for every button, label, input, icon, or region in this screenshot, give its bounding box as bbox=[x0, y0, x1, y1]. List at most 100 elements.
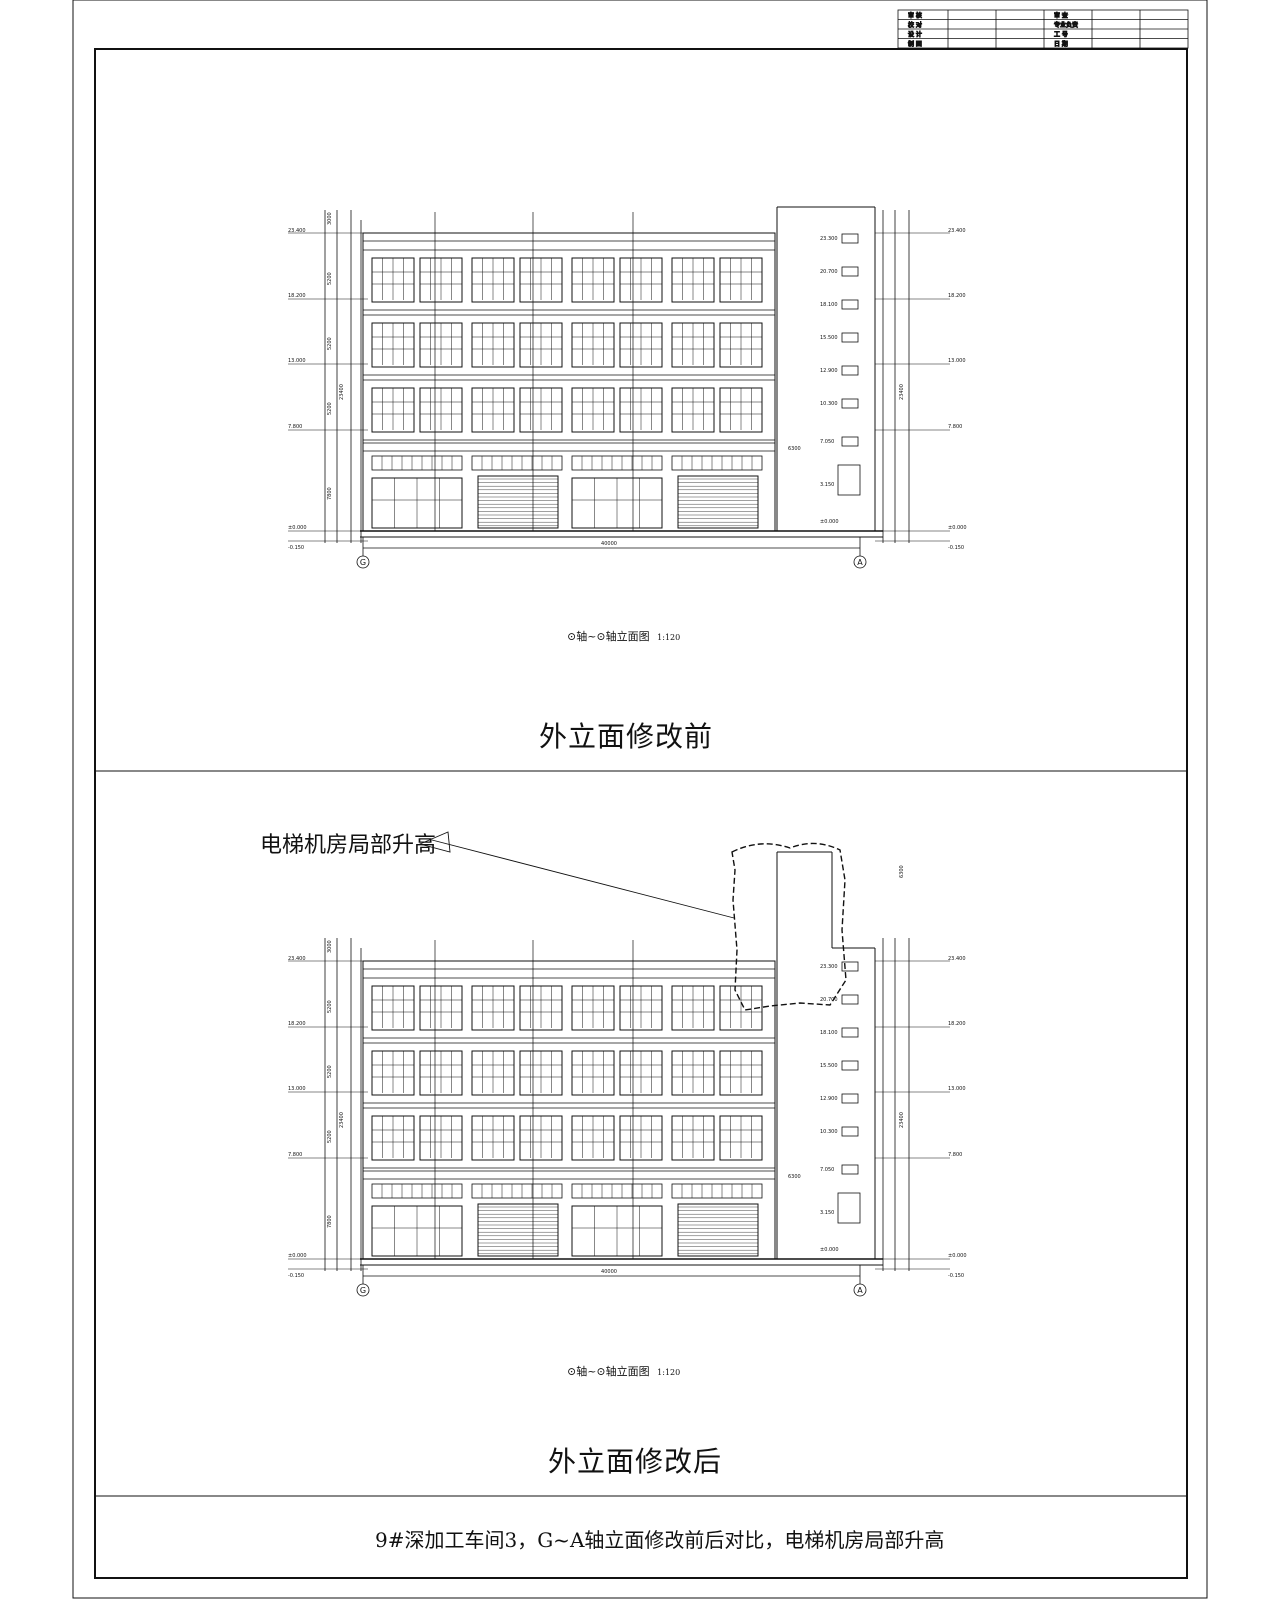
stair-window bbox=[841, 266, 859, 277]
stair-window bbox=[841, 299, 859, 310]
stair-level-label: 3.150 bbox=[820, 482, 834, 488]
stair-level-label: 15.500 bbox=[820, 335, 838, 341]
inner-border bbox=[94, 48, 1188, 1579]
dim-label: 5200 bbox=[327, 402, 333, 415]
level-label-right: 23.400 bbox=[948, 956, 966, 962]
stair-window bbox=[841, 365, 859, 376]
dim-label: 3000 bbox=[327, 212, 333, 225]
drawing-label-after: ⊙轴~⊙轴立面图 1:120 bbox=[567, 1363, 680, 1379]
stair-door bbox=[837, 1192, 861, 1224]
title-block-cell: 设 计 bbox=[908, 31, 922, 39]
title-block-cell: 专业负责 bbox=[1054, 21, 1078, 29]
stair-level-label: 23.300 bbox=[820, 964, 838, 970]
title-block-cell: 日 期 bbox=[1054, 40, 1068, 48]
stair-window bbox=[841, 1164, 859, 1175]
level-label-left: 18.200 bbox=[288, 293, 306, 299]
stair-level-label: 12.900 bbox=[820, 368, 838, 374]
stair-window bbox=[841, 1093, 859, 1104]
level-label-left: 23.400 bbox=[288, 228, 306, 234]
dim-label: 6300 bbox=[899, 865, 905, 878]
title-block-cell: 校 对 bbox=[908, 21, 922, 29]
rolling-door bbox=[677, 475, 759, 529]
stair-window bbox=[841, 398, 859, 409]
axis-label-left: G bbox=[360, 558, 366, 567]
title-block-cell: 制 图 bbox=[908, 40, 922, 48]
axis-bubble bbox=[853, 1283, 867, 1297]
title-block-cell: 审 核 bbox=[908, 12, 922, 20]
dim-label: 3000 bbox=[327, 940, 333, 953]
rolling-door bbox=[477, 475, 559, 529]
revision-cloud bbox=[418, 831, 847, 1011]
dim-label: 5200 bbox=[327, 337, 333, 350]
stair-level-label: 20.700 bbox=[820, 997, 838, 1003]
level-label-left: -0.150 bbox=[288, 1273, 304, 1279]
stair-level-label: 18.100 bbox=[820, 1030, 838, 1036]
dim-label: 5200 bbox=[327, 1065, 333, 1078]
stair-window bbox=[841, 961, 859, 972]
transom-window bbox=[671, 455, 763, 471]
rolling-door bbox=[477, 1203, 559, 1257]
dim-label: 7800 bbox=[327, 1215, 333, 1228]
dim-label: 23400 bbox=[899, 1112, 905, 1128]
dim-label: 5200 bbox=[327, 272, 333, 285]
level-label-right: ±0.000 bbox=[948, 1253, 967, 1259]
transom-window bbox=[371, 1183, 463, 1199]
dim-label: 40000 bbox=[601, 1269, 617, 1275]
section-title-after: 外立面修改后 bbox=[548, 1445, 723, 1478]
transom-window bbox=[471, 455, 563, 471]
axis-label-right: A bbox=[857, 558, 863, 567]
axis-bubble bbox=[356, 1283, 370, 1297]
axis-bubble bbox=[853, 555, 867, 569]
stair-window bbox=[841, 332, 859, 343]
level-label-left: 18.200 bbox=[288, 1021, 306, 1027]
level-label-left: 7.800 bbox=[288, 424, 302, 430]
level-label-right: 18.200 bbox=[948, 1021, 966, 1027]
level-label-left: ±0.000 bbox=[288, 525, 307, 531]
stair-level-label: 18.100 bbox=[820, 302, 838, 308]
stair-level-label: 7.050 bbox=[820, 439, 834, 445]
stair-door bbox=[837, 464, 861, 496]
level-label-left: -0.150 bbox=[288, 545, 304, 551]
stair-level-label: 15.500 bbox=[820, 1063, 838, 1069]
dim-label: 7800 bbox=[327, 487, 333, 500]
stair-level-label: ±0.000 bbox=[820, 519, 839, 525]
level-label-right: 7.800 bbox=[948, 424, 962, 430]
stair-level-label: 23.300 bbox=[820, 236, 838, 242]
dim-label: 40000 bbox=[601, 541, 617, 547]
dim-label: 5200 bbox=[327, 1000, 333, 1013]
stair-level-label: 20.700 bbox=[820, 269, 838, 275]
footer-caption: 9#深加工车间3，G~A轴立面修改前后对比，电梯机房局部升高 bbox=[375, 1528, 945, 1552]
title-block-cell: 工 号 bbox=[1054, 32, 1068, 39]
dim-label: 5200 bbox=[327, 1130, 333, 1143]
stair-window bbox=[841, 994, 859, 1005]
transom-window bbox=[371, 455, 463, 471]
axis-bubble bbox=[356, 555, 370, 569]
elevation-before: 23.40018.20013.0007.800±0.000-0.15030005… bbox=[288, 206, 967, 569]
transom-window bbox=[571, 1183, 663, 1199]
axis-label-right: A bbox=[857, 1286, 863, 1295]
level-label-left: 7.800 bbox=[288, 1152, 302, 1158]
level-label-right: 7.800 bbox=[948, 1152, 962, 1158]
sheet-frame bbox=[72, 0, 1208, 1599]
stair-window bbox=[841, 1126, 859, 1137]
level-label-right: -0.150 bbox=[948, 1273, 964, 1279]
section-title-before: 外立面修改前 bbox=[539, 720, 714, 753]
drawing-scale-before: 1:120 bbox=[657, 633, 681, 642]
stair-level-label: 12.900 bbox=[820, 1096, 838, 1102]
level-label-left: ±0.000 bbox=[288, 1253, 307, 1259]
level-label-right: -0.150 bbox=[948, 545, 964, 551]
elevation-after: 23.40018.20013.0007.800±0.000-0.15030005… bbox=[288, 851, 967, 1297]
title-block-cell: 审 查 bbox=[1054, 12, 1068, 20]
level-label-right: 18.200 bbox=[948, 293, 966, 299]
drawing-label-before: ⊙轴~⊙轴立面图 1:120 bbox=[567, 628, 680, 644]
drawing-label-after-text: ⊙轴~⊙轴立面图 bbox=[567, 1365, 650, 1378]
stair-window bbox=[841, 436, 859, 447]
leader-flag bbox=[418, 831, 451, 853]
stair-level-label: ±0.000 bbox=[820, 1247, 839, 1253]
stair-window bbox=[841, 1027, 859, 1038]
stair-level-label: 7.050 bbox=[820, 1167, 834, 1173]
dim-label: 23400 bbox=[339, 1112, 345, 1128]
dim-label: 23400 bbox=[899, 384, 905, 400]
revision-cloud-outline bbox=[731, 842, 847, 1011]
